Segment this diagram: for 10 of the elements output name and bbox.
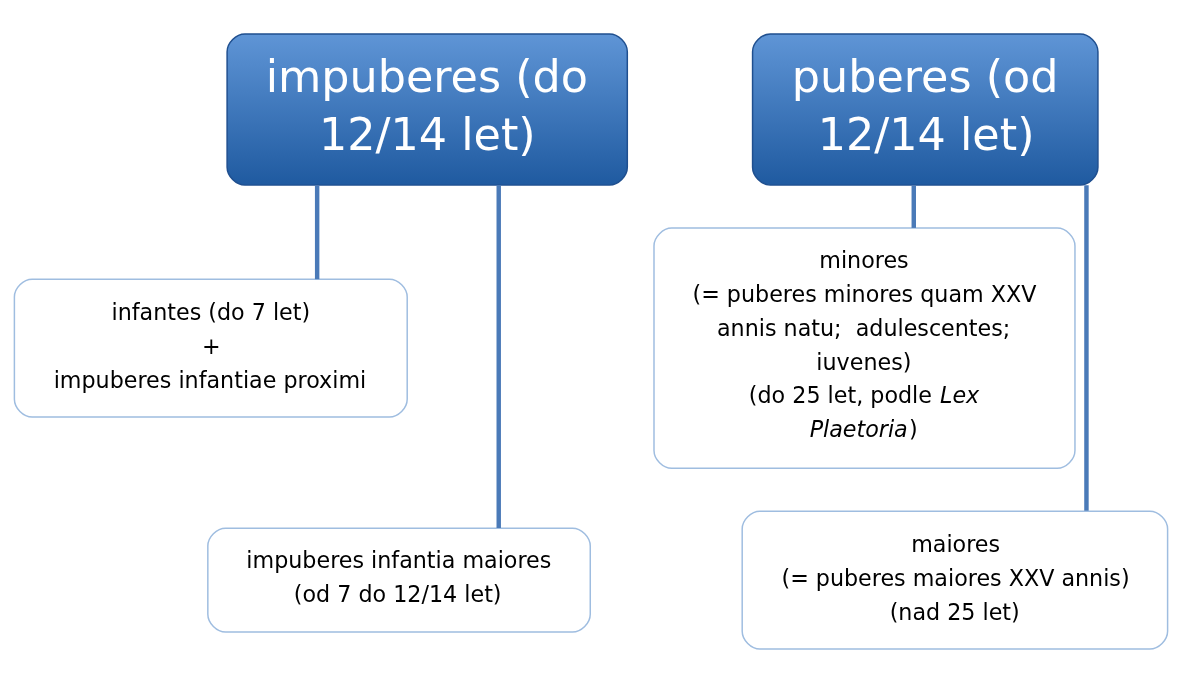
connector bbox=[496, 184, 501, 528]
node-box: impuberes infantia maiores (od 7 do 12/14 let) bbox=[207, 527, 591, 633]
connector bbox=[1084, 184, 1089, 511]
node-box: impuberes (do 12/14 let) bbox=[226, 32, 629, 186]
connector bbox=[911, 185, 916, 228]
node-box: maiores (= puberes maiores XXV annis) (nad 25 let) bbox=[741, 510, 1169, 650]
node-box: infantes (do 7 let) + impuberes infantiae proximi bbox=[13, 278, 408, 418]
connector bbox=[314, 185, 320, 279]
node-box: puberes (od 12/14 let) bbox=[751, 32, 1099, 186]
node-box: minores (= puberes minores quam XXV annis natu; adulescentes; iuvenes) (do 25 let, podle Lex Plaetoria) bbox=[653, 226, 1076, 469]
